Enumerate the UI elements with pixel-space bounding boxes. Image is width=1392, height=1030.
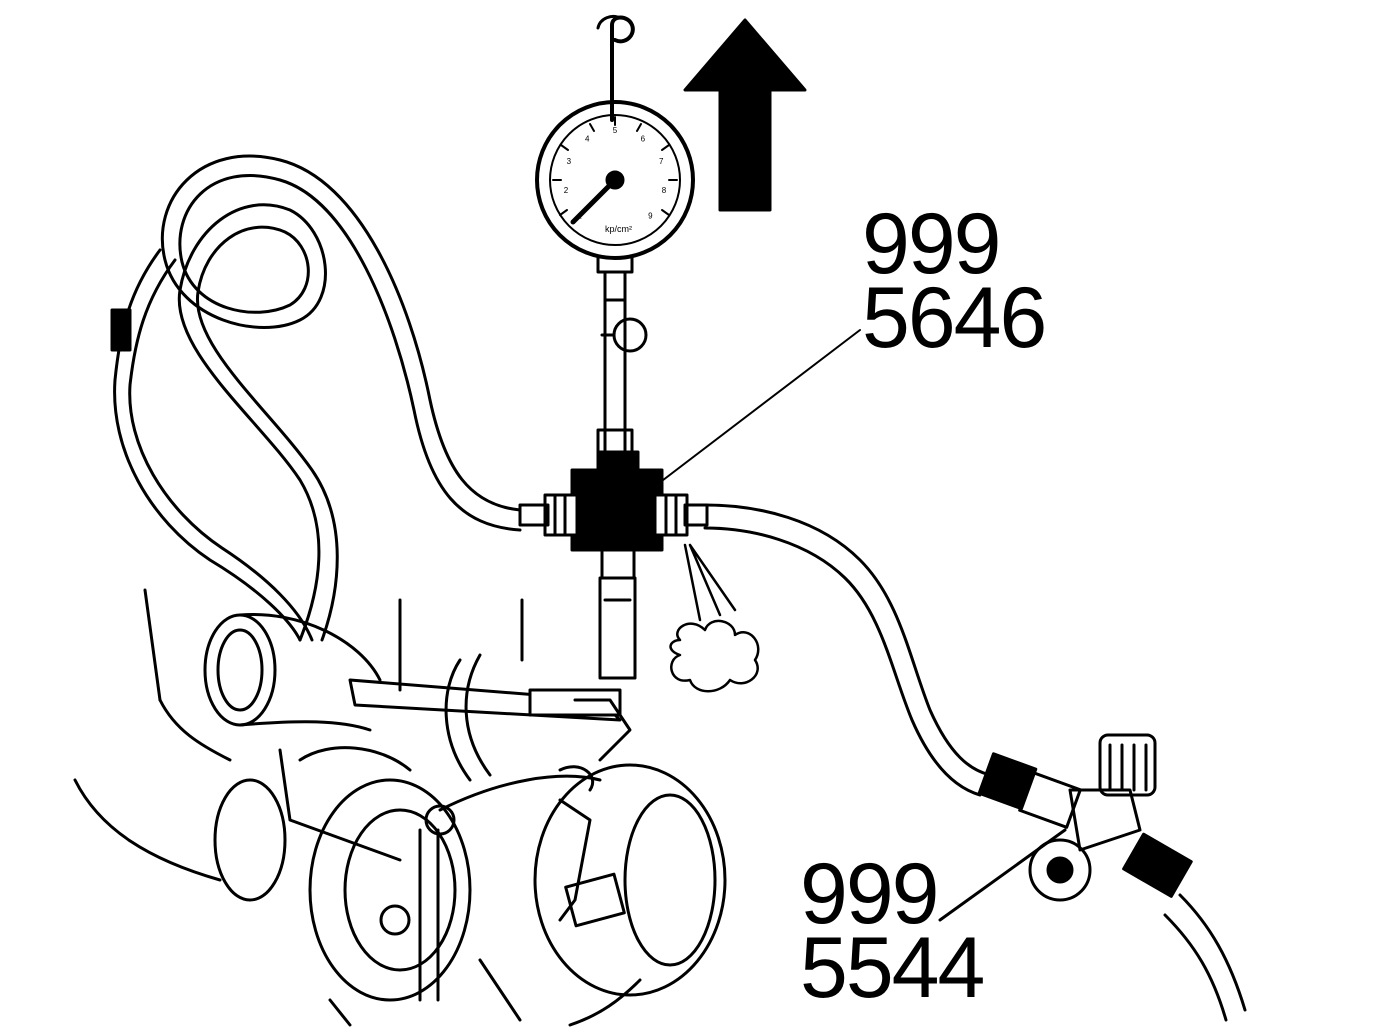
gauge-scale-label: 7 bbox=[659, 157, 664, 166]
gauge-scale-label: 2 bbox=[564, 186, 569, 195]
gauge-scale-label: 6 bbox=[641, 134, 646, 143]
right-hose bbox=[703, 503, 1247, 1022]
left-hose-loop bbox=[160, 154, 522, 642]
turbocharger-assembly bbox=[73, 588, 727, 1027]
gauge-scale-label: 4 bbox=[585, 134, 590, 143]
gauge-scale-label: 9 bbox=[648, 211, 653, 220]
gauge-scale-label: 1 bbox=[577, 211, 582, 220]
callout-line-1: 999 bbox=[862, 196, 1002, 292]
gauge-scale-label: 3 bbox=[567, 157, 572, 166]
tee-fitting-5646 bbox=[518, 450, 709, 680]
gauge-scale-label: 8 bbox=[662, 186, 667, 195]
callout-line-2: 5544 bbox=[800, 919, 985, 1016]
gauge-dial-text: kp/cm² bbox=[605, 224, 632, 234]
up-arrow-icon bbox=[683, 18, 807, 212]
left-thin-hose bbox=[110, 248, 314, 642]
callout-tool-999-5544: 999 5544 bbox=[800, 846, 985, 1016]
callout-tool-999-5646: 999 5646 bbox=[862, 196, 1047, 366]
gauge-unit-label: kp/cm² bbox=[605, 224, 632, 234]
leak-puff bbox=[669, 543, 760, 693]
gauge-scale-label: 5 bbox=[613, 126, 618, 135]
leader-line-5646 bbox=[649, 329, 861, 491]
pressure-regulator-5544 bbox=[938, 733, 1193, 922]
callout-line-2: 5646 bbox=[862, 269, 1047, 366]
pressure-gauge bbox=[535, 14, 695, 460]
callout-line-1: 999 bbox=[800, 846, 940, 942]
